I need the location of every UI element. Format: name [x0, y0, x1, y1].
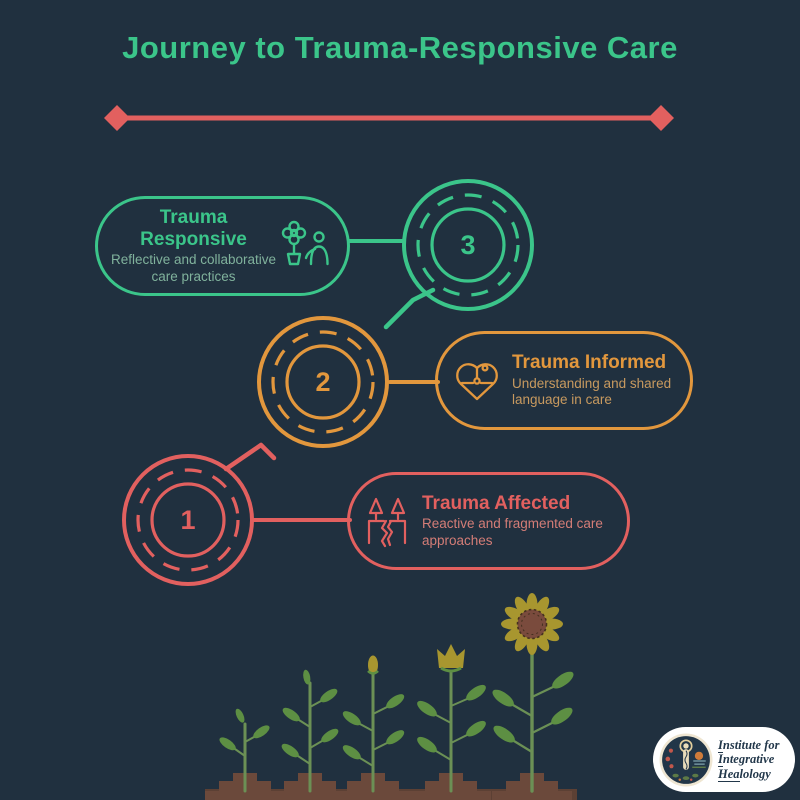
step-card-text: Trauma Informed Understanding and shared…: [512, 352, 682, 409]
step-title: Trauma Affected: [422, 492, 571, 514]
milestone-number-3: 3: [460, 229, 476, 260]
plant-care-icon: [281, 220, 329, 266]
subtitle-line: Understanding and shared: [512, 375, 672, 391]
step-subtitle: Reactive and fragmented care approaches: [422, 516, 619, 549]
logo-line-3: Healology: [718, 766, 771, 782]
logo-emblem: [659, 733, 713, 786]
subtitle-line: language in care: [512, 392, 612, 408]
step-card-text: Trauma Responsive Reflective and collabo…: [108, 207, 279, 286]
step-card-trauma-responsive: Trauma Responsive Reflective and collabo…: [95, 196, 350, 296]
milestone-circle-2: 2: [255, 314, 391, 450]
step-card-text: Trauma Affected Reactive and fragmented …: [422, 493, 619, 550]
logo-line-1: Institute for: [718, 737, 780, 753]
milestone-rings-2: [257, 316, 389, 448]
page-title: Journey to Trauma-Responsive Care: [122, 30, 678, 65]
step-card-trauma-informed: Trauma Informed Understanding and shared…: [435, 331, 693, 430]
step-title: Trauma Responsive: [140, 206, 247, 250]
subtitle-line: Reactive and fragmented care: [422, 516, 603, 532]
milestone-circle-1: 1: [120, 452, 256, 588]
milestone-number-1: 1: [180, 504, 196, 535]
milestone-rings-3: [402, 179, 534, 311]
growth-illustration: [205, 593, 577, 800]
puzzle-heart-icon: [456, 362, 498, 400]
plant-stems: [234, 638, 555, 793]
flower-bud: [368, 655, 378, 675]
milestone-rings-1: [122, 454, 254, 586]
subtitle-line: care practices: [151, 268, 236, 284]
step-subtitle: Understanding and shared language in car…: [512, 376, 682, 409]
connector-circle1-circle2: [223, 442, 277, 472]
step-title: Trauma Informed: [512, 352, 667, 374]
milestone-circle-3: 3: [400, 177, 536, 313]
logo-text: Institute for Integrative Healology: [718, 737, 780, 782]
step-card-trauma-affected: Trauma Affected Reactive and fragmented …: [347, 472, 630, 570]
sunflower-head: [501, 593, 563, 655]
subtitle-line: Reflective and collaborative: [110, 252, 277, 268]
divider-line: [104, 105, 674, 131]
divider-diamond-left: [104, 105, 130, 131]
subtitle-line: approaches: [422, 532, 493, 548]
soil-mounds: [205, 773, 572, 800]
divider-diamond-right: [648, 105, 674, 131]
cracked-trees-icon: [367, 497, 407, 548]
flower-cup: [437, 644, 465, 668]
plant-leaves: [219, 669, 574, 760]
footer-logo: Institute for Integrative Healology: [653, 727, 795, 792]
step-subtitle: Reflective and collaborative care practi…: [108, 252, 279, 285]
milestone-number-2: 2: [315, 366, 331, 397]
plant-flowers: [367, 593, 563, 675]
logo-line-2: Integrative: [718, 752, 775, 768]
